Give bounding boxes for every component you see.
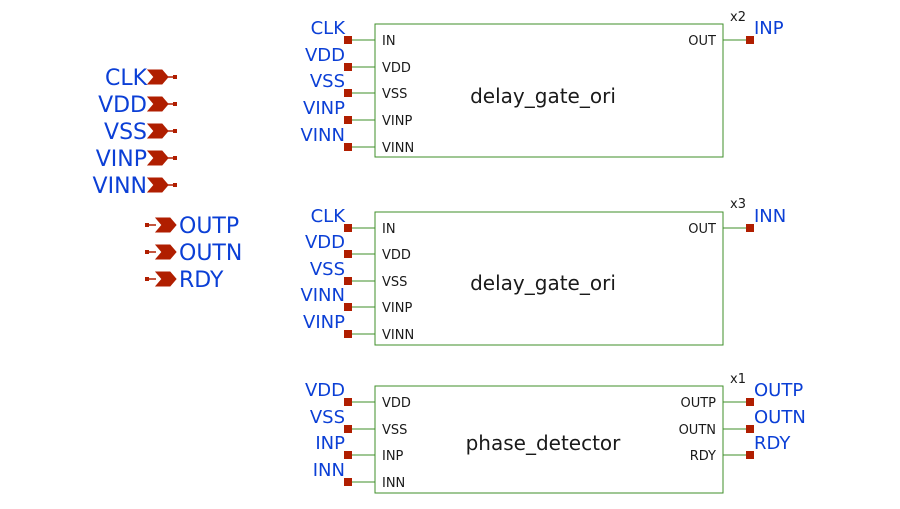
pin-name: VDD bbox=[382, 396, 411, 411]
pin-name: VINP bbox=[382, 301, 412, 316]
pin-name: VDD bbox=[382, 61, 411, 76]
block-instance-name: x2 bbox=[730, 10, 746, 25]
pin-marker bbox=[746, 36, 754, 44]
block-cell-name: phase_detector bbox=[466, 431, 622, 455]
pin-name: VSS bbox=[382, 275, 407, 290]
port-end-marker bbox=[173, 75, 177, 79]
net-label: OUTN bbox=[754, 407, 806, 428]
input-port-arrow-icon bbox=[146, 96, 169, 112]
net-label: INP bbox=[754, 18, 784, 39]
output-port-arrow-icon bbox=[154, 244, 177, 260]
port-end-marker bbox=[173, 183, 177, 187]
input-port-clk: CLK bbox=[105, 66, 177, 91]
net-label: VINN bbox=[300, 125, 345, 146]
net-label: VDD bbox=[305, 380, 345, 401]
pin-name: VINN bbox=[382, 141, 414, 156]
input-port-arrow-icon bbox=[146, 177, 169, 193]
pin-marker bbox=[344, 63, 352, 71]
input-port-vss: VSS bbox=[104, 120, 177, 145]
output-port-label: RDY bbox=[179, 268, 224, 293]
input-port-vdd: VDD bbox=[98, 93, 177, 118]
output-port-outp: OUTP bbox=[145, 214, 239, 239]
input-port-arrow-icon bbox=[146, 69, 169, 85]
input-port-vinn: VINN bbox=[93, 174, 177, 199]
pin-marker bbox=[746, 451, 754, 459]
pin-marker bbox=[344, 89, 352, 97]
pin-name: VDD bbox=[382, 248, 411, 263]
block-instance-name: x3 bbox=[730, 197, 746, 212]
pin-name: IN bbox=[382, 222, 396, 237]
pin-marker bbox=[746, 425, 754, 433]
input-port-arrow-icon bbox=[146, 150, 169, 166]
pin-name: RDY bbox=[690, 449, 716, 464]
net-label: VDD bbox=[305, 232, 345, 253]
output-port-rdy: RDY bbox=[145, 268, 224, 293]
pin-marker bbox=[344, 330, 352, 338]
pin-name: OUTP bbox=[680, 396, 716, 411]
input-port-label: CLK bbox=[105, 66, 148, 91]
pin-name: VSS bbox=[382, 423, 407, 438]
pin-marker bbox=[344, 143, 352, 151]
pin-marker bbox=[344, 224, 352, 232]
block-cell-name: delay_gate_ori bbox=[470, 271, 616, 295]
pin-marker bbox=[344, 277, 352, 285]
pin-marker bbox=[746, 398, 754, 406]
pin-marker bbox=[344, 425, 352, 433]
block-cell-name: delay_gate_ori bbox=[470, 84, 616, 108]
net-label: VSS bbox=[310, 71, 345, 92]
pin-marker bbox=[344, 451, 352, 459]
pin-marker bbox=[344, 478, 352, 486]
pin-name: VINN bbox=[382, 328, 414, 343]
net-label: INP bbox=[315, 433, 345, 454]
net-label: RDY bbox=[754, 433, 791, 454]
pin-name: OUTN bbox=[679, 423, 716, 438]
pin-name: IN bbox=[382, 34, 396, 49]
net-label: INN bbox=[754, 206, 786, 227]
output-port-label: OUTN bbox=[179, 241, 242, 266]
output-port-label: OUTP bbox=[179, 214, 239, 239]
port-end-marker bbox=[173, 129, 177, 133]
net-label: OUTP bbox=[754, 380, 803, 401]
pin-name: OUT bbox=[688, 222, 716, 237]
pin-name: VINP bbox=[382, 114, 412, 129]
input-port-label: VSS bbox=[104, 120, 147, 145]
net-label: INN bbox=[313, 460, 345, 481]
pin-marker bbox=[746, 224, 754, 232]
input-port-vinp: VINP bbox=[96, 147, 177, 172]
block-outline bbox=[374, 23, 724, 158]
net-label: VSS bbox=[310, 407, 345, 428]
net-label: CLK bbox=[311, 18, 347, 39]
pin-name: VSS bbox=[382, 87, 407, 102]
input-port-arrow-icon bbox=[146, 123, 169, 139]
output-port-arrow-icon bbox=[154, 217, 177, 233]
input-port-label: VINN bbox=[93, 174, 147, 199]
pin-name: INP bbox=[382, 449, 404, 464]
pin-marker bbox=[344, 116, 352, 124]
net-label: VINN bbox=[300, 285, 345, 306]
net-label: VINP bbox=[303, 98, 345, 119]
block-outline bbox=[374, 385, 724, 494]
pin-marker bbox=[344, 398, 352, 406]
output-port-arrow-icon bbox=[154, 271, 177, 287]
pin-marker bbox=[344, 250, 352, 258]
pin-name: INN bbox=[382, 476, 405, 491]
block-outline bbox=[374, 211, 724, 346]
pin-marker bbox=[344, 36, 352, 44]
input-port-label: VDD bbox=[98, 93, 147, 118]
net-label: CLK bbox=[311, 206, 347, 227]
net-label: VINP bbox=[303, 312, 345, 333]
pin-name: OUT bbox=[688, 34, 716, 49]
port-end-marker bbox=[173, 156, 177, 160]
output-port-outn: OUTN bbox=[145, 241, 242, 266]
input-port-label: VINP bbox=[96, 147, 147, 172]
block-instance-name: x1 bbox=[730, 372, 746, 387]
net-label: VDD bbox=[305, 45, 345, 66]
net-label: VSS bbox=[310, 259, 345, 280]
port-end-marker bbox=[173, 102, 177, 106]
pin-marker bbox=[344, 303, 352, 311]
